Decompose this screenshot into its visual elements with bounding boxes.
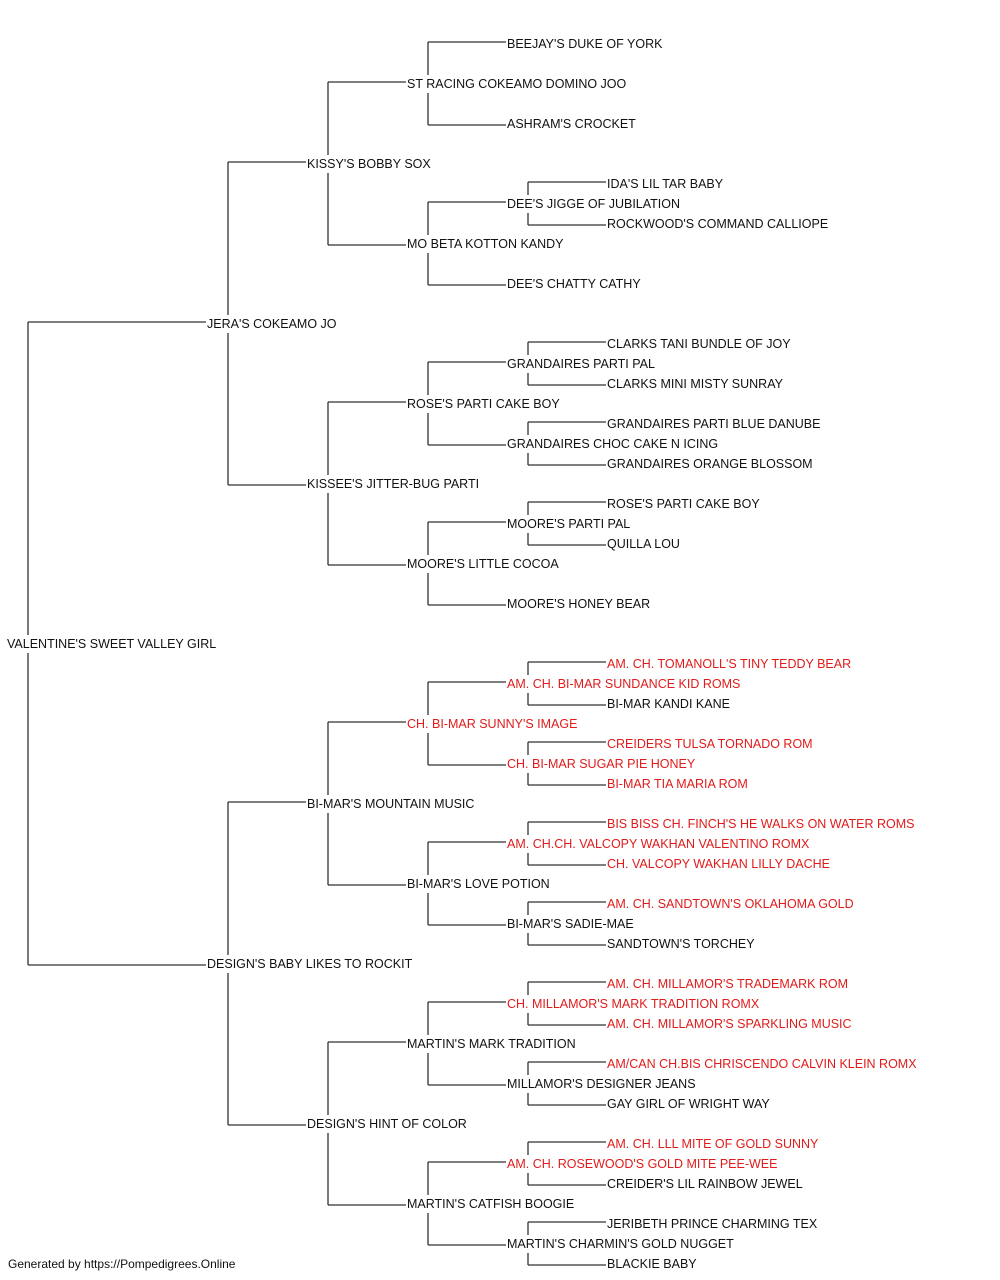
ancestor-name: CH. MILLAMOR'S MARK TRADITION ROMX <box>506 996 761 1012</box>
ancestor-name: MARTIN'S CHARMIN'S GOLD NUGGET <box>506 1236 735 1252</box>
ancestor-name: GRANDAIRES PARTI PAL <box>506 356 656 372</box>
ancestor-name: BLACKIE BABY <box>606 1256 698 1272</box>
ancestor-name: CH. VALCOPY WAKHAN LILLY DACHE <box>606 856 831 872</box>
ancestor-name: QUILLA LOU <box>606 536 681 552</box>
ancestor-name: AM. CH. MILLAMOR'S SPARKLING MUSIC <box>606 1016 853 1032</box>
ancestor-name: CH. BI-MAR SUGAR PIE HONEY <box>506 756 697 772</box>
ancestor-name: GAY GIRL OF WRIGHT WAY <box>606 1096 771 1112</box>
ancestor-name: ROSE'S PARTI CAKE BOY <box>606 496 761 512</box>
ancestor-name: CLARKS MINI MISTY SUNRAY <box>606 376 784 392</box>
ancestor-name: AM. CH. MILLAMOR'S TRADEMARK ROM <box>606 976 850 992</box>
ancestor-name: GRANDAIRES CHOC CAKE N ICING <box>506 436 720 452</box>
ancestor-name: BEEJAY'S DUKE OF YORK <box>506 36 664 52</box>
ancestor-name: AM. CH. TOMANOLL'S TINY TEDDY BEAR <box>606 656 853 672</box>
ancestor-name: DESIGN'S HINT OF COLOR <box>306 1116 468 1132</box>
ancestor-name: AM. CH. SANDTOWN'S OKLAHOMA GOLD <box>606 896 855 912</box>
ancestor-name: CH. BI-MAR SUNNY'S IMAGE <box>406 716 579 732</box>
ancestor-name: MOORE'S PARTI PAL <box>506 516 632 532</box>
ancestor-name: ASHRAM'S CROCKET <box>506 116 637 132</box>
ancestor-name: MOORE'S HONEY BEAR <box>506 596 652 612</box>
ancestor-name: AM/CAN CH.BIS CHRISCENDO CALVIN KLEIN RO… <box>606 1056 918 1072</box>
ancestor-name: CREIDER'S LIL RAINBOW JEWEL <box>606 1176 804 1192</box>
ancestor-name: BI-MAR'S LOVE POTION <box>406 876 551 892</box>
ancestor-name: DEE'S CHATTY CATHY <box>506 276 642 292</box>
ancestor-name: AM. CH. BI-MAR SUNDANCE KID ROMS <box>506 676 742 692</box>
ancestor-name: MOORE'S LITTLE COCOA <box>406 556 560 572</box>
ancestor-name: BIS BISS CH. FINCH'S HE WALKS ON WATER R… <box>606 816 916 832</box>
ancestor-name: IDA'S LIL TAR BABY <box>606 176 725 192</box>
subject-dog-name: VALENTINE'S SWEET VALLEY GIRL <box>6 636 218 652</box>
ancestor-name: SANDTOWN'S TORCHEY <box>606 936 756 952</box>
generated-by-footer: Generated by https://Pompedigrees.Online <box>8 1257 236 1271</box>
ancestor-name: JERA'S COKEAMO JO <box>206 316 338 332</box>
ancestor-name: GRANDAIRES ORANGE BLOSSOM <box>606 456 814 472</box>
ancestor-name: MARTIN'S MARK TRADITION <box>406 1036 577 1052</box>
ancestor-name: KISSY'S BOBBY SOX <box>306 156 432 172</box>
ancestor-name: AM. CH. LLL MITE OF GOLD SUNNY <box>606 1136 820 1152</box>
ancestor-name: KISSEE'S JITTER-BUG PARTI <box>306 476 481 492</box>
ancestor-name: AM. CH.CH. VALCOPY WAKHAN VALENTINO ROMX <box>506 836 811 852</box>
ancestor-name: DESIGN'S BABY LIKES TO ROCKIT <box>206 956 414 972</box>
ancestor-name: DEE'S JIGGE OF JUBILATION <box>506 196 682 212</box>
ancestor-name: BI-MAR KANDI KANE <box>606 696 731 712</box>
ancestor-name: BI-MAR TIA MARIA ROM <box>606 776 749 792</box>
ancestor-name: MO BETA KOTTON KANDY <box>406 236 565 252</box>
ancestor-name: CLARKS TANI BUNDLE OF JOY <box>606 336 792 352</box>
ancestor-name: GRANDAIRES PARTI BLUE DANUBE <box>606 416 822 432</box>
ancestor-name: BI-MAR'S SADIE-MAE <box>506 916 635 932</box>
ancestor-name: CREIDERS TULSA TORNADO ROM <box>606 736 814 752</box>
ancestor-name: MILLAMOR'S DESIGNER JEANS <box>506 1076 697 1092</box>
ancestor-name: ROCKWOOD'S COMMAND CALLIOPE <box>606 216 830 232</box>
ancestor-name: BI-MAR'S MOUNTAIN MUSIC <box>306 796 476 812</box>
ancestor-name: MARTIN'S CATFISH BOOGIE <box>406 1196 576 1212</box>
ancestor-name: ST RACING COKEAMO DOMINO JOO <box>406 76 628 92</box>
ancestor-name: ROSE'S PARTI CAKE BOY <box>406 396 561 412</box>
ancestor-name: AM. CH. ROSEWOOD'S GOLD MITE PEE-WEE <box>506 1156 779 1172</box>
ancestor-name: JERIBETH PRINCE CHARMING TEX <box>606 1216 819 1232</box>
